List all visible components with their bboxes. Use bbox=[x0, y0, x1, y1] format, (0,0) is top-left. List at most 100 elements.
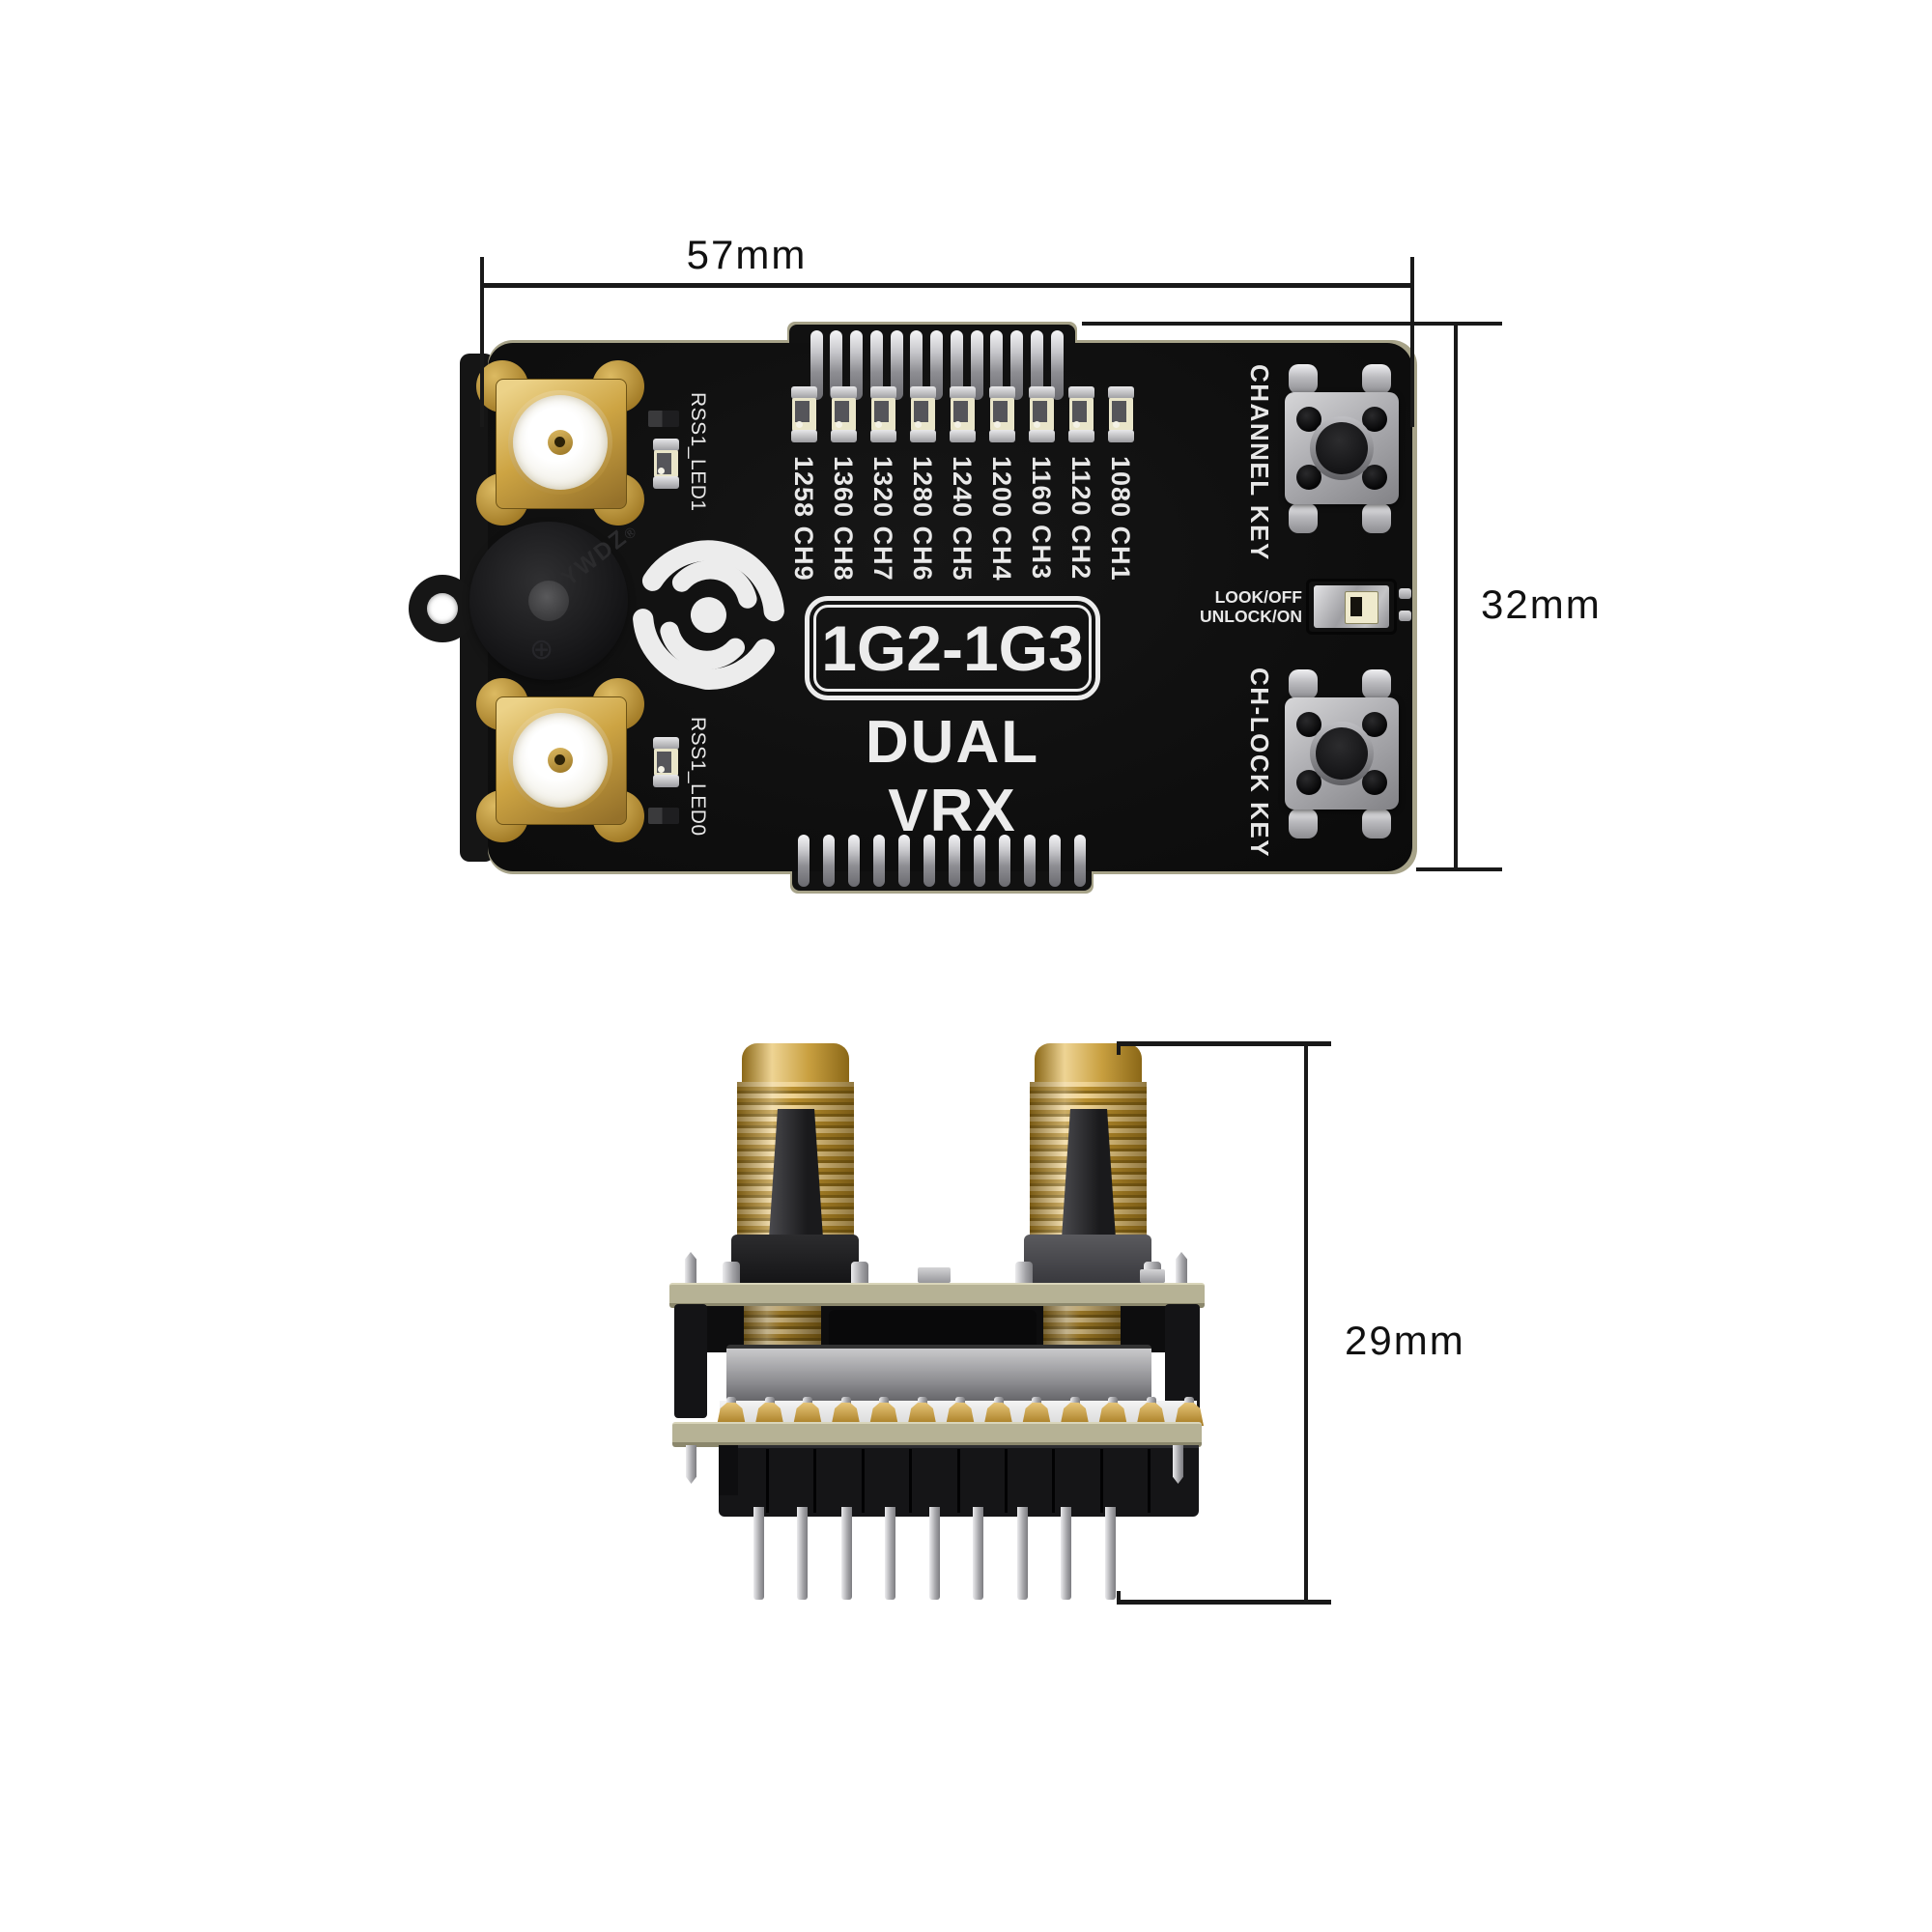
led-dot bbox=[915, 421, 922, 428]
led-dot bbox=[1034, 421, 1040, 428]
button-pin bbox=[1362, 364, 1391, 394]
dim-57-line bbox=[480, 283, 1414, 288]
led-body bbox=[990, 398, 1014, 431]
button-corner-hole bbox=[1362, 770, 1387, 795]
through-hole-pin bbox=[869, 330, 883, 400]
channel-key-label: CHANNEL KEY bbox=[1245, 364, 1274, 561]
through-hole-pin bbox=[850, 330, 863, 400]
header-pin bbox=[797, 1507, 808, 1600]
switch-pin bbox=[1399, 611, 1411, 621]
channel-led bbox=[1108, 386, 1134, 442]
sma2-cap bbox=[1035, 1043, 1142, 1086]
led-body bbox=[911, 398, 935, 431]
header-pin bbox=[753, 1507, 764, 1600]
through-hole-pin bbox=[890, 330, 903, 400]
led-cap bbox=[1029, 386, 1055, 399]
side-pin-up-right bbox=[1176, 1252, 1187, 1285]
rssi-led0-resistor bbox=[648, 808, 679, 824]
button-plunger bbox=[1316, 727, 1368, 780]
channel-label: 1280 CH6 bbox=[908, 456, 937, 582]
antenna1-center-hole bbox=[554, 437, 565, 447]
header-separator bbox=[766, 1449, 769, 1513]
through-hole-pin bbox=[1074, 835, 1086, 887]
led-cap bbox=[1068, 386, 1094, 399]
sma1-clip bbox=[851, 1262, 868, 1289]
dim-29-line bbox=[1304, 1041, 1308, 1605]
sma1-threads-lower bbox=[744, 1306, 821, 1350]
through-hole-pin bbox=[823, 835, 835, 887]
led-die bbox=[874, 401, 889, 422]
led-cap bbox=[910, 430, 936, 442]
product-name-label: DUAL VRX bbox=[865, 709, 1040, 844]
led-die bbox=[1112, 401, 1126, 422]
led-dot bbox=[994, 421, 1001, 428]
dim-57-tick-left bbox=[480, 257, 484, 427]
through-hole-pin bbox=[923, 835, 935, 887]
led-body bbox=[1109, 398, 1133, 431]
led-die bbox=[953, 401, 968, 422]
through-hole-pin bbox=[1010, 330, 1023, 400]
mounting-hole bbox=[427, 593, 458, 624]
led-cap bbox=[950, 386, 976, 399]
lock-switch-label-line2: UNLOCK/ON bbox=[1200, 607, 1302, 626]
led-cap bbox=[831, 386, 857, 399]
button-plunger bbox=[1316, 422, 1368, 474]
sma2-clip bbox=[1015, 1262, 1033, 1289]
channel-led bbox=[791, 386, 817, 442]
dim-32-ext-bottom bbox=[1416, 867, 1502, 871]
slab-smd bbox=[918, 1267, 951, 1283]
led-dot bbox=[1113, 421, 1120, 428]
through-hole-pin bbox=[999, 835, 1010, 887]
channel-label: 1320 CH7 bbox=[868, 456, 897, 582]
through-hole-pin bbox=[949, 835, 960, 887]
buzzer-hole bbox=[528, 581, 569, 621]
button-pin bbox=[1362, 809, 1391, 838]
through-hole-pin bbox=[810, 330, 823, 400]
channel-label: 1160 CH3 bbox=[1027, 456, 1056, 581]
button-pin bbox=[1289, 364, 1318, 394]
through-hole-pin bbox=[898, 835, 910, 887]
buzzer-polarity-mark: ⊕ bbox=[529, 634, 554, 666]
led-cap bbox=[870, 386, 896, 399]
lock-switch-labels: LOOK/OFF UNLOCK/ON bbox=[1169, 587, 1302, 626]
dim-32-label: 32mm bbox=[1481, 582, 1602, 627]
button-pin bbox=[1289, 809, 1318, 838]
slab-smd bbox=[1140, 1269, 1165, 1283]
header-pin bbox=[840, 1507, 852, 1600]
switch-slider-notch bbox=[1350, 597, 1362, 616]
led-cap bbox=[989, 386, 1015, 399]
led-dot bbox=[1073, 421, 1080, 428]
through-hole-pin bbox=[974, 835, 985, 887]
through-hole-pin bbox=[1049, 835, 1061, 887]
header-pin bbox=[1016, 1507, 1028, 1600]
through-hole-pin bbox=[873, 835, 885, 887]
led-die bbox=[914, 401, 928, 422]
dim-29-tick-top bbox=[1117, 1041, 1121, 1055]
led-dot bbox=[658, 766, 665, 773]
led-dot bbox=[796, 421, 803, 428]
led-cap bbox=[910, 386, 936, 399]
header-pin bbox=[973, 1507, 983, 1600]
button-pin bbox=[1362, 669, 1391, 699]
led-cap bbox=[870, 430, 896, 442]
sma2-threads-lower bbox=[1043, 1306, 1121, 1350]
right-bracket bbox=[1165, 1304, 1200, 1416]
led-cap bbox=[653, 476, 679, 489]
left-bracket bbox=[674, 1304, 707, 1418]
through-hole-pin bbox=[930, 330, 943, 400]
through-hole-pin bbox=[1050, 330, 1064, 400]
led-body bbox=[832, 398, 856, 431]
sma1-base bbox=[731, 1235, 859, 1289]
channel-led bbox=[1068, 386, 1094, 442]
sma2-base bbox=[1024, 1235, 1151, 1289]
button-pin bbox=[1362, 503, 1391, 533]
header-separator bbox=[1099, 1449, 1103, 1513]
header-pin bbox=[928, 1507, 940, 1600]
through-hole-pin bbox=[950, 330, 963, 400]
short-pin-left bbox=[686, 1445, 696, 1484]
antenna2-center-hole bbox=[554, 754, 565, 765]
through-hole-pin bbox=[830, 330, 843, 400]
rssi-led1 bbox=[653, 439, 679, 489]
through-hole-pin bbox=[970, 330, 983, 400]
channel-led bbox=[831, 386, 857, 442]
